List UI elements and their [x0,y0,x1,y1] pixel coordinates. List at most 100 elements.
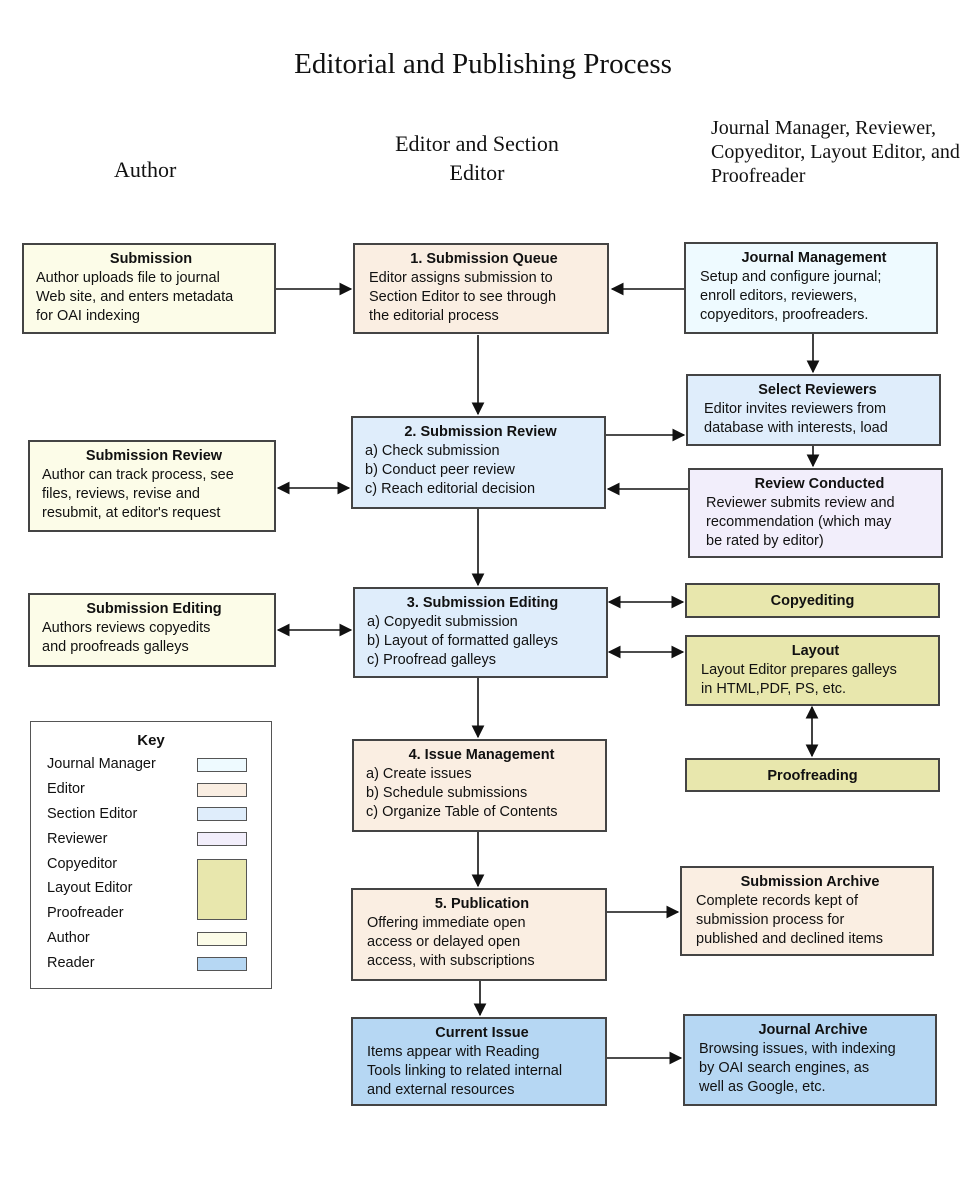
select-reviewers-box: Select Reviewers Editor invites reviewer… [686,374,941,446]
legend-key: Key Journal Manager Editor Section Edito… [30,721,272,989]
box-line: the editorial process [369,307,499,324]
box-line: a) Check submission [365,442,500,459]
box-line: access, with subscriptions [367,952,535,969]
column-header-others-line: Reviewer, Copyeditor, [711,117,936,163]
column-header-others: Journal Manager, Reviewer, Copyeditor, L… [711,116,966,188]
legend-swatch-editor [197,783,247,797]
box-line: be rated by editor) [706,532,824,549]
box-title: 3. Submission Editing [406,595,559,611]
box-title: 2. Submission Review [404,424,557,440]
box-line: in HTML,PDF, PS, etc. [701,680,847,697]
box-line: submission process for [696,911,845,928]
box-line: and proofreads galleys [42,638,189,655]
column-header-editor: Editor and Section Editor [392,130,562,187]
legend-swatch-section-editor [197,807,247,821]
submission-editing-box: 3. Submission Editing a) Copyedit submis… [353,587,608,678]
column-header-editor-line: Section Editor [449,131,559,185]
legend-label: Proofreader [47,905,124,921]
box-line: Browsing issues, with indexing [699,1040,896,1057]
box-line: b) Conduct peer review [365,461,515,478]
column-header-others-line: Proofreader [711,165,806,187]
journal-management-box: Journal Management Setup and configure j… [684,242,938,334]
box-line: Items appear with Reading [367,1043,540,1060]
box-line: Setup and configure journal; [700,268,882,285]
column-header-editor-line: Editor and [395,131,488,156]
box-line: Section Editor to see through [369,288,557,305]
box-title: Copyediting [770,593,855,609]
column-header-others-line: Layout Editor, and [810,141,960,163]
box-line: Author uploads file to journal [36,269,220,286]
box-line: c) Reach editorial decision [365,480,536,497]
box-line: Author can track process, see [42,466,234,483]
submission-queue-box: 1. Submission Queue Editor assigns submi… [353,243,609,334]
column-header-others-line: Journal Manager, [711,117,851,139]
legend-label: Layout Editor [47,880,133,896]
box-line: resubmit, at editor's request [42,504,221,521]
box-title: Review Conducted [754,476,885,492]
box-line: a) Create issues [366,765,472,782]
box-line: Editor assigns submission to [369,269,553,286]
box-line: access or delayed open [367,933,521,950]
box-line: enroll editors, reviewers, [700,287,858,304]
author-submission-review-box: Submission Review Author can track proce… [28,440,276,532]
box-line: copyeditors, proofreaders. [700,306,869,323]
box-line: Editor invites reviewers from [704,400,887,417]
legend-label: Author [47,930,90,946]
box-title: Journal Archive [758,1022,868,1038]
box-line: recommendation (which may [706,513,892,530]
layout-box: Layout Layout Editor prepares galleys in… [685,635,940,706]
review-conducted-box: Review Conducted Reviewer submits review… [688,468,943,558]
legend-swatch-reviewer [197,832,247,846]
box-line: Web site, and enters metadata [36,288,234,305]
box-line: Tools linking to related internal [367,1062,563,1079]
box-title: Select Reviewers [758,382,877,398]
box-line: c) Organize Table of Contents [366,803,558,820]
submission-box: Submission Author uploads file to journa… [22,243,276,334]
box-line: b) Schedule submissions [366,784,528,801]
issue-management-box: 4. Issue Management a) Create issues b) … [352,739,607,832]
diagram-title: Editorial and Publishing Process [294,48,672,80]
author-submission-editing-box: Submission Editing Authors reviews copye… [28,593,276,667]
legend-label: Section Editor [47,806,138,822]
legend-swatch-reader [197,957,247,971]
box-title: 4. Issue Management [408,747,555,763]
copyediting-box: Copyediting [685,583,940,618]
legend-label: Reviewer [47,831,108,847]
box-title: Journal Management [741,250,887,266]
legend-swatch-copyeditor-layout-proofreader [197,859,247,920]
box-line: database with interests, load [704,419,888,436]
box-line: Offering immediate open [367,914,526,931]
legend-swatch-author [197,932,247,946]
box-line: published and declined items [696,930,884,947]
submission-review-box: 2. Submission Review a) Check submission… [351,416,606,509]
box-title: 1. Submission Queue [410,251,558,267]
box-line: by OAI search engines, as [699,1059,870,1076]
box-title: Current Issue [435,1025,529,1041]
box-title: Submission Editing [86,601,222,617]
journal-archive-box: Journal Archive Browsing issues, with in… [683,1014,937,1106]
box-title: Submission Archive [740,874,880,890]
legend-label: Copyeditor [47,856,118,872]
proofreading-box: Proofreading [685,758,940,792]
submission-archive-box: Submission Archive Complete records kept… [680,866,934,956]
box-title: Submission Review [85,448,223,464]
legend-label: Editor [47,781,85,797]
box-line: well as Google, etc. [699,1078,826,1095]
current-issue-box: Current Issue Items appear with Reading … [351,1017,607,1106]
box-line: c) Proofread galleys [367,651,496,668]
box-title: 5. Publication [434,896,530,912]
box-line: Authors reviews copyedits [42,619,211,636]
box-title: Submission [109,251,193,267]
legend-title: Key [137,732,165,749]
box-line: for OAI indexing [36,307,140,324]
column-header-author: Author [114,156,176,185]
legend-label: Reader [47,955,95,971]
box-line: Layout Editor prepares galleys [701,661,897,678]
legend-label: Journal Manager [47,756,156,772]
box-title: Layout [791,643,840,659]
box-line: files, reviews, revise and [42,485,200,502]
column-header-author-text: Author [114,157,177,182]
box-line: a) Copyedit submission [367,613,518,630]
box-title: Proofreading [767,768,858,784]
